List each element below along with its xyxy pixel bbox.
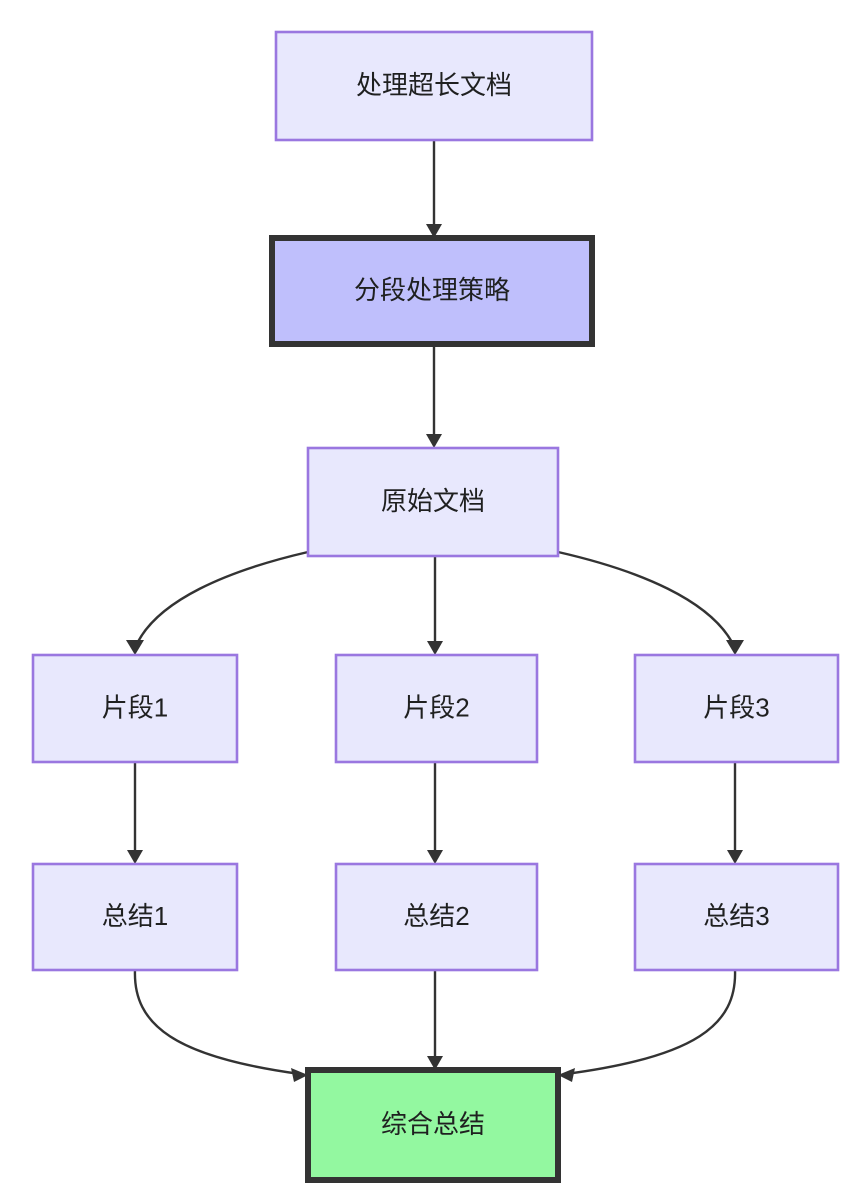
arrowhead-icon bbox=[726, 640, 744, 655]
edge-s1-to-r1 bbox=[133, 969, 308, 1082]
edge-n3-to-f3 bbox=[557, 550, 744, 655]
edge-f2-to-s2 bbox=[427, 762, 443, 864]
arrowhead-icon bbox=[427, 850, 443, 864]
node-s1[interactable]: 总结1 bbox=[31, 862, 239, 972]
arrowhead-icon bbox=[291, 1068, 308, 1082]
node-box[interactable] bbox=[274, 30, 594, 142]
edge-f3-to-s3 bbox=[727, 762, 743, 864]
arrowhead-icon bbox=[427, 641, 443, 655]
edge-n2-to-n3 bbox=[426, 344, 442, 448]
node-box[interactable] bbox=[31, 653, 239, 764]
edge-s2-to-r1 bbox=[427, 970, 443, 1070]
edges-layer bbox=[126, 140, 744, 1082]
arrowhead-icon bbox=[727, 850, 743, 864]
arrowhead-icon bbox=[558, 1068, 575, 1082]
edge-n1-to-n2 bbox=[426, 140, 442, 238]
node-n3[interactable]: 原始文档 bbox=[306, 446, 560, 558]
edge-line bbox=[133, 550, 309, 649]
edge-line bbox=[557, 550, 737, 649]
node-box[interactable] bbox=[269, 235, 595, 347]
arrowhead-icon bbox=[426, 224, 442, 238]
node-box[interactable] bbox=[633, 653, 840, 764]
node-box[interactable] bbox=[31, 862, 239, 972]
node-s3[interactable]: 总结3 bbox=[633, 862, 840, 972]
arrowhead-icon bbox=[126, 640, 144, 655]
node-box[interactable] bbox=[334, 653, 539, 764]
node-s2[interactable]: 总结2 bbox=[334, 862, 539, 972]
edge-line bbox=[133, 969, 301, 1076]
node-f1[interactable]: 片段1 bbox=[31, 653, 239, 764]
node-box[interactable] bbox=[306, 446, 560, 558]
node-box[interactable] bbox=[334, 862, 539, 972]
arrowhead-icon bbox=[427, 1056, 443, 1070]
arrowhead-icon bbox=[127, 850, 143, 864]
node-box[interactable] bbox=[633, 862, 840, 972]
edge-f1-to-s1 bbox=[127, 762, 143, 864]
node-f2[interactable]: 片段2 bbox=[334, 653, 539, 764]
arrowhead-icon bbox=[426, 434, 442, 448]
node-n1[interactable]: 处理超长文档 bbox=[274, 30, 594, 142]
node-n2[interactable]: 分段处理策略 bbox=[269, 235, 595, 347]
edge-n3-to-f1 bbox=[126, 550, 309, 655]
node-f3[interactable]: 片段3 bbox=[633, 653, 840, 764]
edge-s3-to-r1 bbox=[558, 969, 737, 1082]
node-box[interactable] bbox=[305, 1067, 561, 1183]
edge-n3-to-f2 bbox=[427, 556, 443, 655]
node-r1[interactable]: 综合总结 bbox=[305, 1067, 561, 1183]
edge-line bbox=[565, 969, 737, 1076]
